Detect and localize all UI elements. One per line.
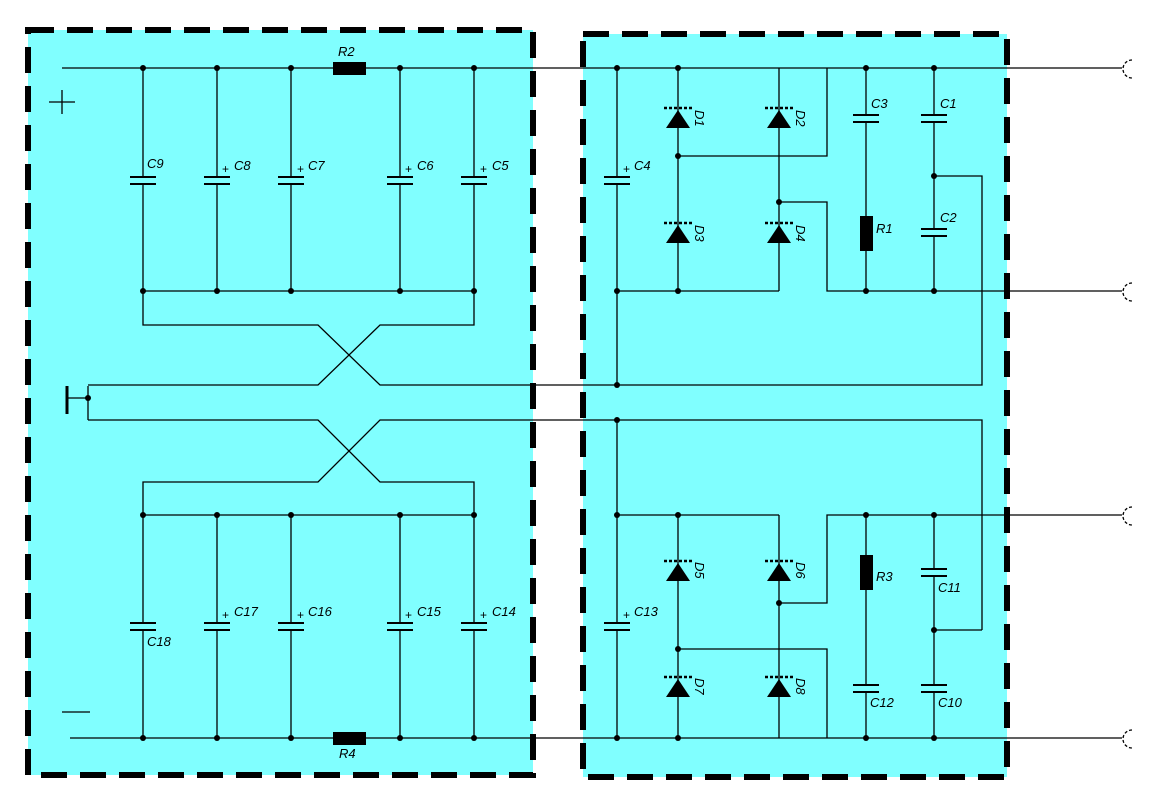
label-c3: C3 bbox=[871, 96, 888, 111]
svg-text:+: + bbox=[297, 162, 304, 176]
terminal-2 bbox=[1122, 282, 1133, 302]
capacitor-c16 bbox=[276, 622, 306, 631]
resistor-r3 bbox=[860, 555, 873, 590]
label-c13: C13 bbox=[634, 604, 659, 619]
resistor-r2 bbox=[333, 62, 366, 75]
label-d7: D7 bbox=[692, 678, 707, 695]
label-c4: C4 bbox=[634, 158, 651, 173]
diode-d6 bbox=[765, 559, 793, 581]
terminal-4 bbox=[1122, 729, 1133, 749]
top-left-nodes bbox=[140, 65, 477, 294]
label-d4: D4 bbox=[793, 225, 808, 242]
label-c1: C1 bbox=[940, 96, 957, 111]
label-d2: D2 bbox=[793, 110, 808, 127]
capacitor-c7 bbox=[276, 176, 306, 185]
label-r4: R4 bbox=[339, 746, 356, 761]
label-c14: C14 bbox=[492, 604, 516, 619]
capacitor-c11 bbox=[919, 568, 949, 577]
bottom-right-nodes bbox=[614, 417, 937, 741]
svg-text:+: + bbox=[405, 162, 412, 176]
right-panel bbox=[580, 31, 1010, 780]
diode-d2 bbox=[765, 106, 793, 128]
capacitor-c17 bbox=[202, 622, 232, 631]
label-c7: C7 bbox=[308, 158, 325, 173]
svg-text:+: + bbox=[222, 162, 229, 176]
capacitor-c6 bbox=[385, 176, 415, 185]
label-r3: R3 bbox=[876, 569, 893, 584]
label-r1: R1 bbox=[876, 221, 893, 236]
label-c11: C11 bbox=[938, 580, 961, 595]
capacitor-c12 bbox=[851, 684, 881, 693]
svg-text:+: + bbox=[222, 608, 229, 622]
label-d8: D8 bbox=[793, 678, 808, 695]
diode-d3 bbox=[664, 221, 692, 243]
label-r2: R2 bbox=[338, 44, 355, 59]
label-d1: D1 bbox=[692, 110, 707, 127]
label-d6: D6 bbox=[793, 562, 808, 579]
diode-d4 bbox=[765, 221, 793, 243]
resistor-r4 bbox=[333, 732, 366, 745]
svg-text:+: + bbox=[480, 608, 487, 622]
top-right-nodes bbox=[614, 65, 937, 388]
bottom-right-wiring bbox=[616, 420, 1122, 738]
svg-text:+: + bbox=[405, 608, 412, 622]
resistor-r1 bbox=[860, 216, 873, 251]
svg-text:+: + bbox=[297, 608, 304, 622]
label-c12: C12 bbox=[870, 695, 895, 710]
capacitor-c9 bbox=[128, 176, 158, 185]
terminal-3 bbox=[1122, 506, 1133, 526]
label-c10: C10 bbox=[938, 695, 963, 710]
label-c18: C18 bbox=[147, 634, 172, 649]
capacitor-c2 bbox=[919, 228, 949, 237]
label-c9: C9 bbox=[147, 156, 164, 171]
label-c17: C17 bbox=[234, 604, 259, 619]
plus-symbol bbox=[49, 90, 75, 114]
capacitor-c18 bbox=[128, 622, 158, 631]
capacitor-c5 bbox=[459, 176, 489, 185]
label-c16: C16 bbox=[308, 604, 333, 619]
svg-text:+: + bbox=[480, 162, 487, 176]
label-c2: C2 bbox=[940, 210, 957, 225]
label-c6: C6 bbox=[417, 158, 434, 173]
terminal-1 bbox=[1122, 59, 1133, 79]
svg-text:+: + bbox=[623, 608, 630, 622]
bottom-left-nodes bbox=[140, 512, 477, 741]
capacitor-c1 bbox=[919, 114, 949, 123]
label-d3: D3 bbox=[692, 225, 707, 242]
diode-d1 bbox=[664, 106, 692, 128]
diode-d5 bbox=[664, 559, 692, 581]
diode-d7 bbox=[664, 675, 692, 697]
output-terminals bbox=[1122, 59, 1133, 749]
capacitor-c3 bbox=[851, 114, 881, 123]
left-panel bbox=[25, 27, 536, 778]
capacitor-c14 bbox=[459, 622, 489, 631]
capacitor-c15 bbox=[385, 622, 415, 631]
capacitor-c4 bbox=[602, 176, 632, 185]
capacitor-c10 bbox=[919, 684, 949, 693]
capacitor-c8 bbox=[202, 176, 232, 185]
capacitor-c13 bbox=[602, 622, 632, 631]
label-c5: C5 bbox=[492, 158, 509, 173]
label-c15: C15 bbox=[417, 604, 442, 619]
label-c8: C8 bbox=[234, 158, 251, 173]
svg-text:+: + bbox=[623, 162, 630, 176]
ground-symbol bbox=[65, 386, 91, 420]
label-d5: D5 bbox=[692, 562, 707, 579]
diode-d8 bbox=[765, 675, 793, 697]
top-right-wiring bbox=[616, 68, 1122, 385]
